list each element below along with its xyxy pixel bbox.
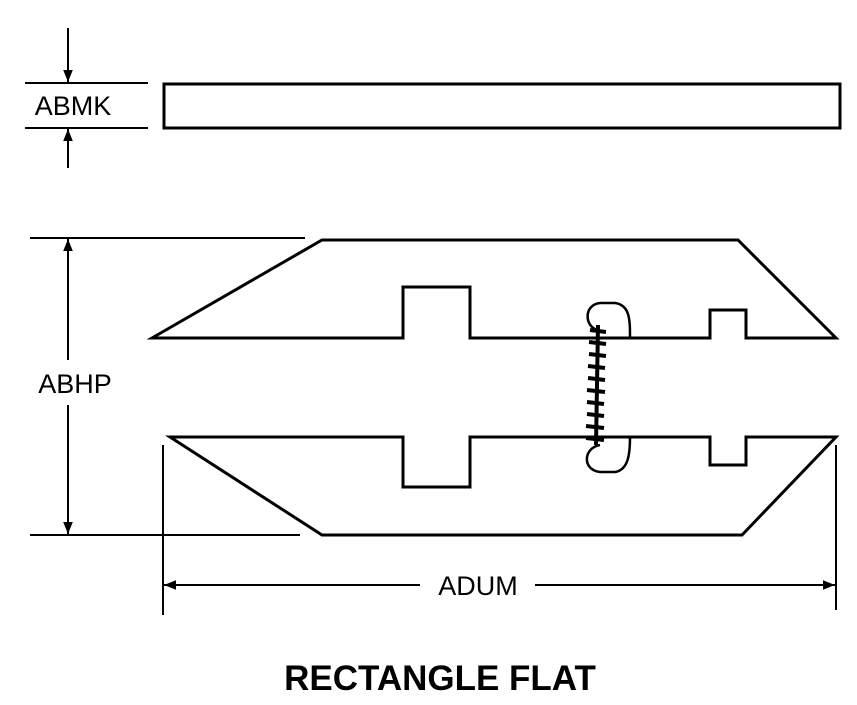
lower-jaw xyxy=(164,435,840,537)
spring xyxy=(585,301,632,474)
thickness-label: ABMK xyxy=(35,91,112,121)
height-label: ABHP xyxy=(38,369,112,399)
thickness-dimension xyxy=(25,28,148,168)
diagram-title: RECTANGLE FLAT xyxy=(284,659,596,698)
upper-jaw xyxy=(146,238,840,340)
height-dimension xyxy=(30,237,305,536)
flat-side-view xyxy=(162,82,842,130)
length-dimension xyxy=(162,445,837,615)
length-label: ADUM xyxy=(438,571,518,601)
